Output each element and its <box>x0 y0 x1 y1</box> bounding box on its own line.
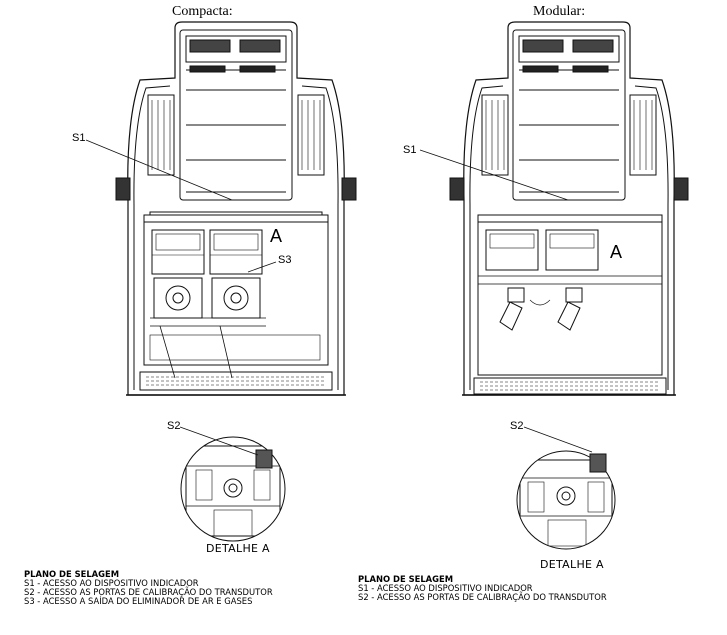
modular-detail-drawing <box>516 426 616 550</box>
modular-legend-item-s2: S2 - ACESSO AS PORTAS DE CALIBRAÇÃO DO T… <box>358 592 607 602</box>
compacta-title: Compacta: <box>172 4 233 19</box>
compacta-legend-item-s2: S2 - ACESSO AS PORTAS DE CALIBRAÇÃO DO T… <box>24 587 273 597</box>
modular-legend-item-s1: S1 - ACESSO AO DISPOSITIVO INDICADOR <box>358 583 533 593</box>
modular-legend-heading: PLANO DE SELAGEM <box>358 574 454 584</box>
compacta-dispenser-drawing <box>85 21 357 396</box>
modular-title: Modular: <box>533 4 586 19</box>
compacta-legend-item-s1: S1 - ACESSO AO DISPOSITIVO INDICADOR <box>24 578 199 588</box>
compacta-legend-item-s3: S3 - ACESSO A SAÍDA DO ELIMINADOR DE AR … <box>24 596 253 606</box>
modular-detail-label: DETALHE A <box>540 558 604 571</box>
compacta-callout-s3: S3 <box>278 254 292 266</box>
compacta-callout-a: A <box>270 226 283 246</box>
compacta-legend-heading: PLANO DE SELAGEM <box>24 569 120 579</box>
modular-callout-a: A <box>610 242 623 262</box>
compacta-callout-s1: S1 <box>72 132 86 144</box>
modular-legend: PLANO DE SELAGEM S1 - ACESSO AO DISPOSIT… <box>358 575 607 602</box>
compacta-detail-label: DETALHE A <box>206 542 270 555</box>
modular-callout-s2: S2 <box>510 420 524 432</box>
modular-callout-s1: S1 <box>403 144 417 156</box>
compacta-detail-drawing <box>179 426 286 542</box>
modular-dispenser-drawing <box>419 21 689 396</box>
compacta-callout-s2: S2 <box>167 420 181 432</box>
compacta-legend: PLANO DE SELAGEM S1 - ACESSO AO DISPOSIT… <box>24 570 273 606</box>
